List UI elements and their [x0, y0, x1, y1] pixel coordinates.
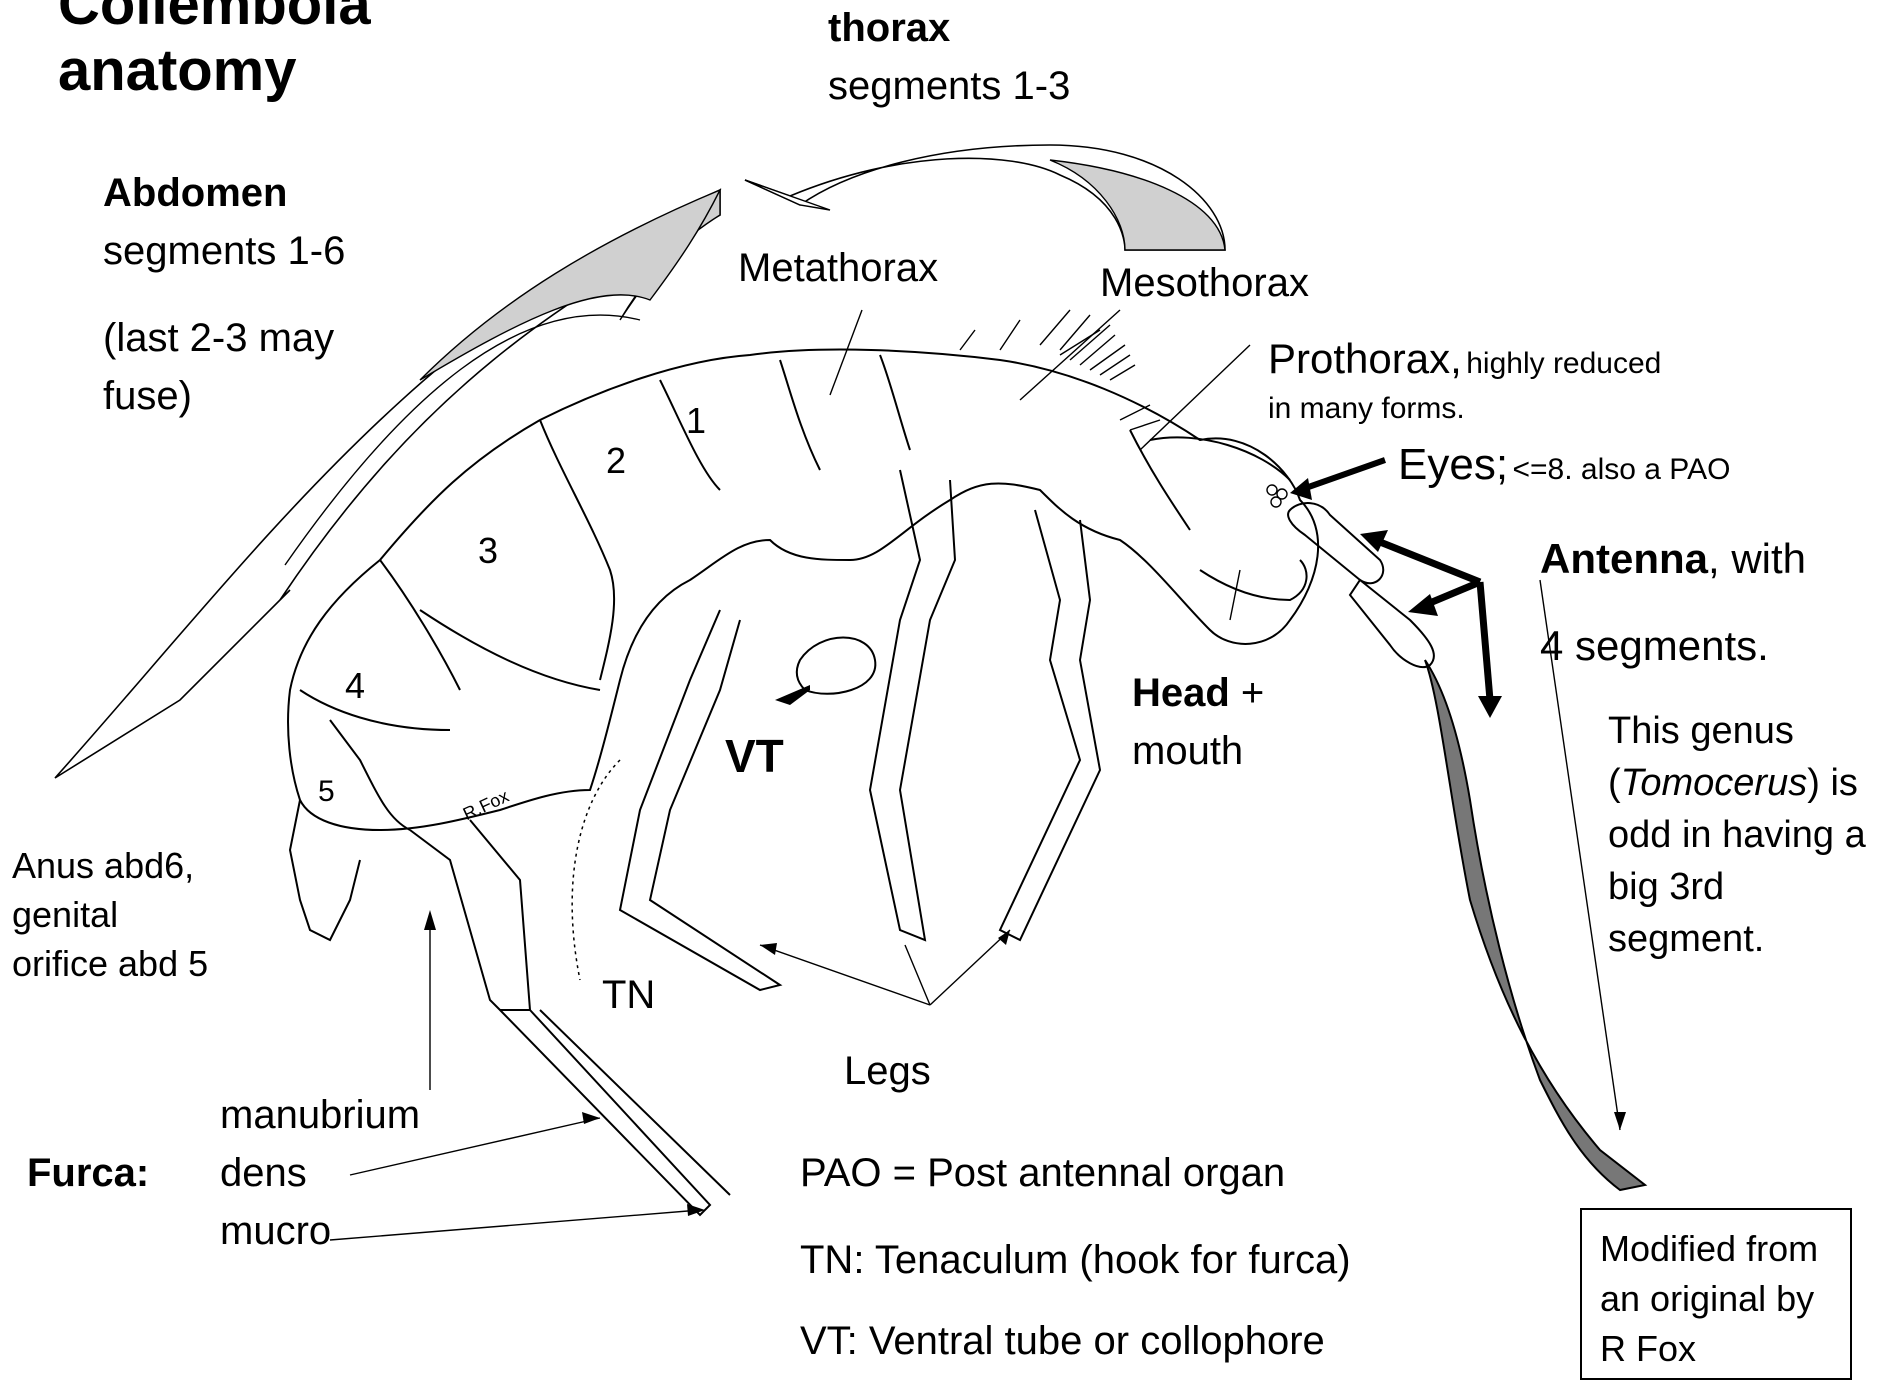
legend-pao: PAO = Post antennal organ: [800, 1150, 1285, 1196]
metathorax-label: Metathorax: [738, 245, 938, 291]
eyes-note: <=8. also a PAO: [1513, 453, 1731, 486]
genus-paren-close: ) is: [1807, 762, 1858, 804]
thorax-sub: segments 1-3: [828, 63, 1070, 109]
furca-mucro: mucro: [220, 1208, 331, 1254]
tenaculum-dotted-line: [572, 760, 620, 980]
credit-line3: R Fox: [1600, 1328, 1696, 1369]
leg-hind: [620, 610, 780, 990]
antenna-seg2: [1350, 580, 1434, 667]
legend-tn: TN: Tenaculum (hook for furca): [800, 1237, 1351, 1283]
leg-mid: [870, 470, 955, 940]
prothorax-note1: highly reduced: [1466, 347, 1661, 380]
anus-line1: Anus abd6,: [12, 845, 194, 886]
abdomen-sub: segments 1-6: [103, 228, 345, 274]
genus-line3: odd in having a: [1608, 814, 1866, 858]
eyes-label-row: Eyes; <=8. also a PAO: [1398, 440, 1730, 491]
anus-line3: orifice abd 5: [12, 943, 208, 984]
eyes-label: Eyes;: [1398, 440, 1508, 489]
leg-fore: [1000, 510, 1100, 940]
tn-label: TN: [602, 972, 655, 1018]
abd-number-4: 4: [345, 665, 365, 706]
genus-line5: segment.: [1608, 918, 1764, 962]
furca-manubrium: [410, 820, 530, 1010]
prothorax-label: Prothorax,: [1268, 335, 1462, 382]
mesothorax-label: Mesothorax: [1100, 260, 1309, 306]
abdomen-heading: Abdomen: [103, 170, 287, 216]
genus-name: Tomocerus: [1621, 762, 1808, 804]
prothorax-line1: Prothorax, highly reduced: [1268, 335, 1661, 383]
furca-dens: dens: [220, 1150, 307, 1196]
furca-label: Furca:: [27, 1150, 149, 1196]
title-line1: Collembola: [58, 0, 371, 39]
abdomen-note2: fuse): [103, 373, 192, 419]
anus-line2: genital: [12, 894, 118, 935]
antenna-line2: 4 segments.: [1540, 622, 1769, 670]
thorax-heading: thorax: [828, 5, 950, 51]
abd-number-5: 5: [318, 775, 335, 810]
antenna-seg1: [1288, 503, 1383, 583]
abd-number-3: 3: [478, 530, 498, 571]
head-plus: +: [1230, 671, 1264, 715]
furca-dens: [500, 1010, 730, 1215]
genus-line2: (Tomocerus) is: [1608, 762, 1858, 806]
title-line2: anatomy: [58, 38, 297, 105]
abdomen-note1: (last 2-3 may: [103, 315, 334, 361]
genus-line1: This genus: [1608, 710, 1794, 754]
abd-number-1: 1: [686, 400, 706, 441]
antenna-label: Antenna: [1540, 535, 1708, 582]
credit-box: Modified from an original by R Fox: [1580, 1208, 1852, 1380]
prothorax-note2: in many forms.: [1268, 392, 1465, 427]
antenna-line1: Antenna, with: [1540, 535, 1806, 583]
credit-line2: an original by: [1600, 1278, 1814, 1319]
legend-vt: VT: Ventral tube or collophore: [800, 1318, 1325, 1364]
ventral-tube: [797, 638, 876, 694]
legs-label: Legs: [844, 1048, 931, 1094]
antenna-rest: , with: [1708, 535, 1806, 582]
head-line1: Head +: [1132, 670, 1264, 716]
genus-line4: big 3rd: [1608, 866, 1724, 910]
credit-line1: Modified from: [1600, 1228, 1818, 1269]
furca-manubrium: manubrium: [220, 1092, 420, 1138]
head-label: Head: [1132, 671, 1230, 715]
abd-number-2: 2: [606, 440, 626, 481]
genus-paren-open: (: [1608, 762, 1621, 804]
head-line2: mouth: [1132, 728, 1243, 774]
vt-label: VT: [725, 730, 784, 783]
